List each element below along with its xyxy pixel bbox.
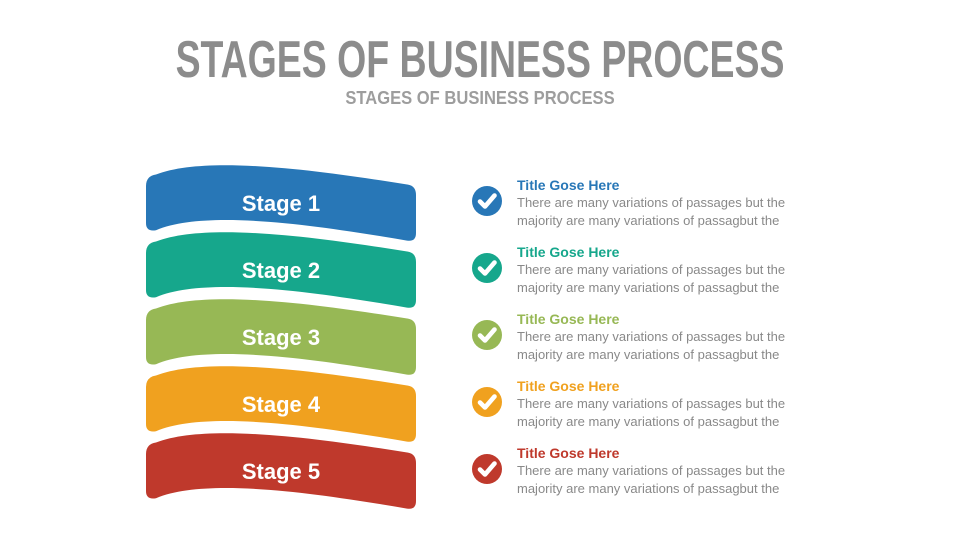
item-body-line-2: majority are many variations of passagbu… [517, 280, 780, 295]
stage-flags-graphic: Stage 1 Stage 2 Stage 3 Stage 4 Stage 5 [146, 165, 416, 509]
list-item: Title Gose Here There are many variation… [472, 371, 812, 438]
stage-label-2: Stage 2 [242, 258, 320, 283]
list-item: Title Gose Here There are many variation… [472, 438, 812, 505]
item-body-line-1: There are many variations of passages bu… [517, 262, 786, 277]
flag-shape-2 [146, 232, 416, 308]
stage-flag-1: Stage 1 [146, 165, 416, 241]
check-circle-icon [472, 387, 502, 417]
item-body: There are many variations of passages bu… [517, 462, 785, 498]
check-circle-icon [472, 186, 502, 216]
item-text: Title Gose Here There are many variation… [517, 371, 785, 431]
stage-label-1: Stage 1 [242, 191, 320, 216]
item-body-line-2: majority are many variations of passagbu… [517, 481, 780, 496]
item-body-line-2: majority are many variations of passagbu… [517, 213, 780, 228]
stage-flag-5: Stage 5 [146, 433, 416, 509]
stage-flag-3: Stage 3 [146, 299, 416, 375]
flag-shape-1 [146, 165, 416, 241]
item-text: Title Gose Here There are many variation… [517, 438, 785, 498]
checkmark-icon [477, 394, 497, 410]
item-title: Title Gose Here [517, 445, 620, 461]
item-body-line-1: There are many variations of passages bu… [517, 463, 786, 478]
item-title: Title Gose Here [517, 311, 620, 327]
list-item: Title Gose Here There are many variation… [472, 304, 812, 371]
item-body-line-2: majority are many variations of passagbu… [517, 347, 780, 362]
item-body: There are many variations of passages bu… [517, 261, 785, 297]
item-body-line-1: There are many variations of passages bu… [517, 396, 786, 411]
flag-shape-5 [146, 433, 416, 509]
page-subtitle: STAGES OF BUSINESS PROCESS [345, 88, 615, 108]
item-title: Title Gose Here [517, 378, 620, 394]
item-body: There are many variations of passages bu… [517, 194, 785, 230]
checkmark-icon [477, 193, 497, 209]
item-text: Title Gose Here There are many variation… [517, 170, 785, 230]
item-body: There are many variations of passages bu… [517, 328, 785, 364]
check-circle-icon [472, 253, 502, 283]
item-body-line-1: There are many variations of passages bu… [517, 329, 786, 344]
item-title: Title Gose Here [517, 244, 620, 260]
items-list: Title Gose Here There are many variation… [472, 170, 812, 505]
item-body: There are many variations of passages bu… [517, 395, 785, 431]
list-item: Title Gose Here There are many variation… [472, 237, 812, 304]
list-item: Title Gose Here There are many variation… [472, 170, 812, 237]
item-title: Title Gose Here [517, 177, 620, 193]
item-text: Title Gose Here There are many variation… [517, 237, 785, 297]
check-circle-icon [472, 454, 502, 484]
stage-label-3: Stage 3 [242, 325, 320, 350]
item-text: Title Gose Here There are many variation… [517, 304, 785, 364]
stage-label-5: Stage 5 [242, 459, 320, 484]
stage-label-4: Stage 4 [242, 392, 321, 417]
check-circle-icon [472, 320, 502, 350]
flag-shape-4 [146, 366, 416, 442]
page-title: STAGES OF BUSINESS PROCESS [175, 31, 785, 89]
checkmark-icon [477, 260, 497, 276]
checkmark-icon [477, 461, 497, 477]
flag-shape-3 [146, 299, 416, 375]
checkmark-icon [477, 327, 497, 343]
item-body-line-2: majority are many variations of passagbu… [517, 414, 780, 429]
stage-flag-4: Stage 4 [146, 366, 416, 442]
stage-flag-2: Stage 2 [146, 232, 416, 308]
item-body-line-1: There are many variations of passages bu… [517, 195, 786, 210]
